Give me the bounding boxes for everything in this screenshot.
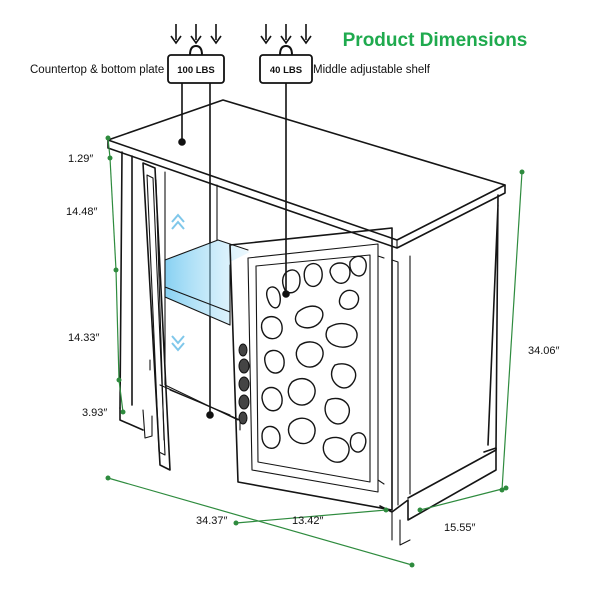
down-arrow-icon [170,24,222,45]
base-height-label: 3.93″ [82,407,107,419]
cabinet-base [119,407,497,521]
middle-shelf [165,240,250,325]
depth-label: 15.55″ [444,522,476,534]
right-load-badge: 40 LBS [270,65,302,76]
left-load-group: 100 LBS [167,24,225,84]
width-label: 34.37″ [196,515,228,527]
countertop-label: Countertop & bottom plate [30,64,164,76]
countertop-edge [107,139,506,249]
weight-icon [167,44,225,84]
cabinet-illustration [107,99,506,546]
page-title: Product Dimensions [343,30,528,51]
left-door [142,162,171,471]
upper-space-label: 14.48″ [66,206,98,218]
left-load-badge: 100 LBS [177,65,215,76]
down-arrow-icon [260,24,312,45]
door-width-label: 13.42″ [292,515,324,527]
top-thickness-label: 1.29″ [68,153,93,165]
down-chevron-icon [171,335,185,352]
height-label: 34.06″ [528,345,560,357]
right-door [229,227,393,511]
countertop [107,99,506,241]
middle-shelf-label: Middle adjustable shelf [313,64,431,76]
door-cutout-pattern [260,255,367,463]
door-handle [238,343,250,425]
cabinet-left-frame [119,151,133,409]
right-load-group: 40 LBS [259,24,313,84]
dimension-lines [105,135,525,568]
lower-space-label: 14.33″ [68,332,100,344]
up-chevron-icon [171,213,185,230]
